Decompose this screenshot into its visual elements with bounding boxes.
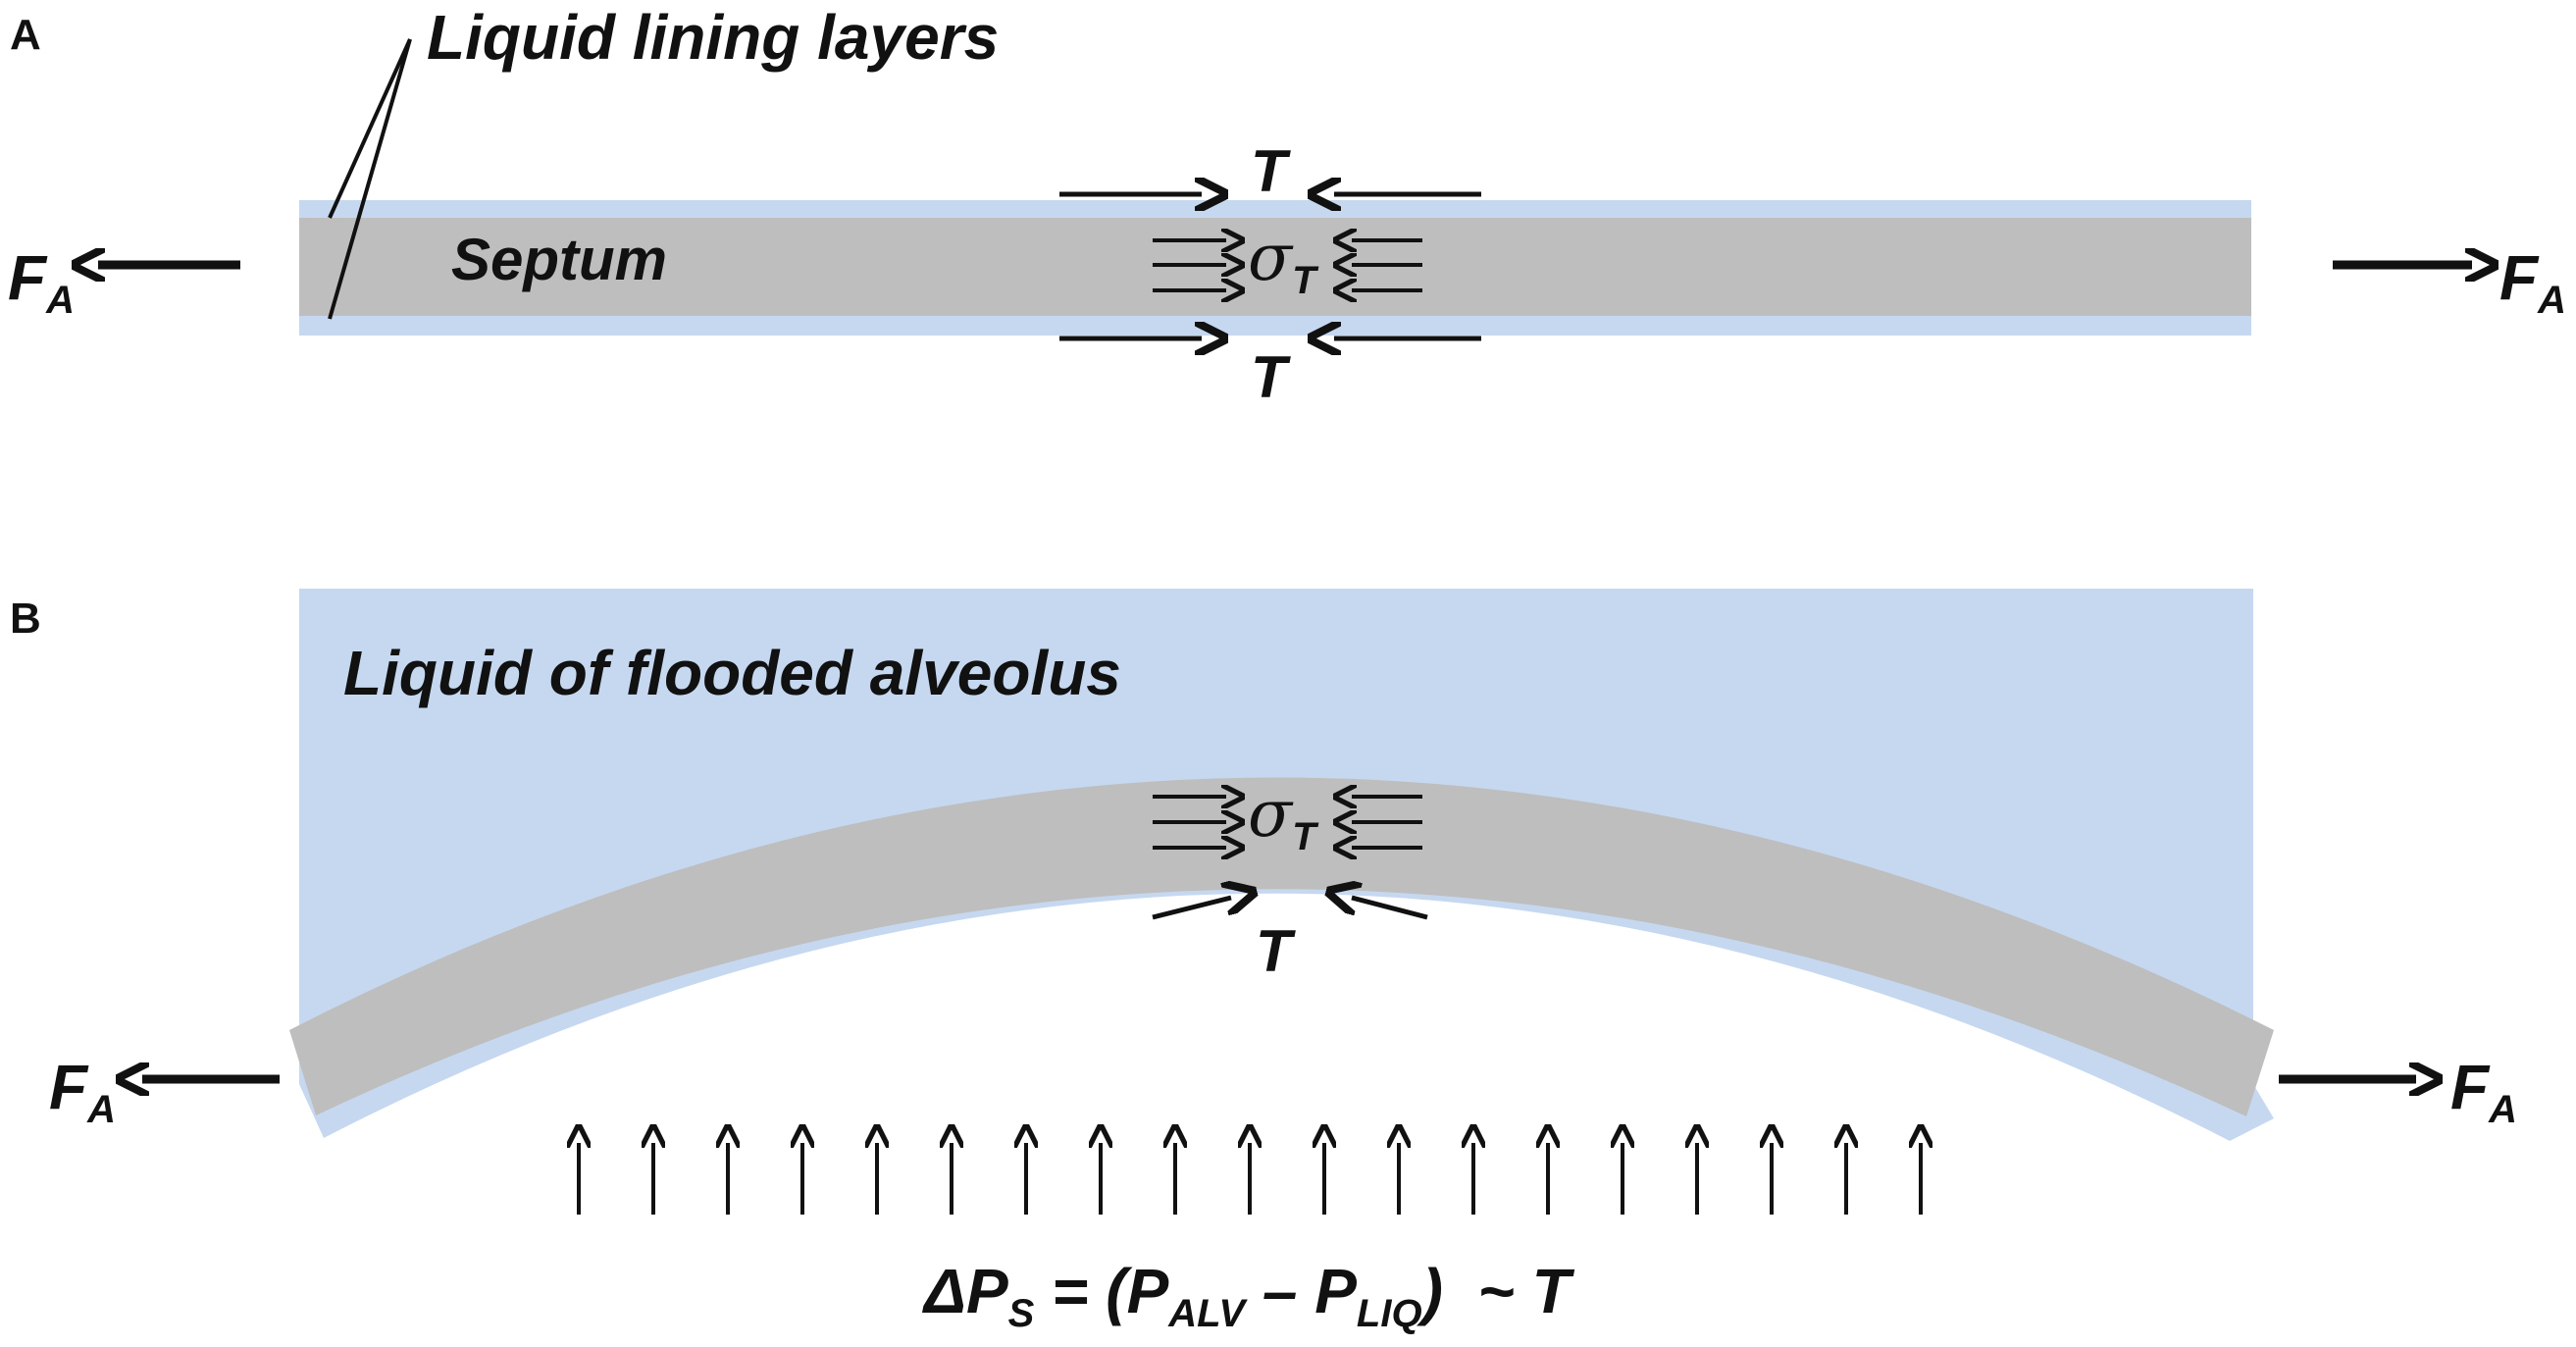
tension-arrow-b-left — [1152, 898, 1231, 920]
sigma-label-a: σT — [1248, 220, 1319, 302]
stress-arrows-a — [1153, 240, 1422, 290]
force-label-b-right: FA — [2450, 1052, 2517, 1131]
tension-label-top: T — [1251, 138, 1291, 204]
tension-label-bottom: T — [1251, 344, 1291, 410]
septum-label: Septum — [451, 227, 667, 292]
curved-septum — [289, 777, 2274, 1116]
tension-arrow-b-right — [1352, 898, 1428, 920]
force-label-b-left: FA — [49, 1052, 116, 1131]
pressure-arrows — [579, 1143, 1921, 1215]
stress-arrows-b — [1153, 797, 1422, 848]
panel-a: A Liquid lining layers Septum T T σT FA … — [8, 2, 2566, 410]
lining-pointer-upper — [328, 38, 412, 219]
panel-b: B Liquid of flooded alveolus σT T FA FA — [10, 589, 2517, 1335]
lining-pointer-lower — [328, 38, 412, 320]
force-label-a-right: FA — [2499, 242, 2566, 322]
panel-b-letter: B — [10, 595, 41, 643]
sigma-label-b: σT — [1248, 776, 1319, 858]
panel-a-letter: A — [10, 11, 41, 59]
liquid-lining-label: Liquid lining layers — [427, 2, 999, 73]
tension-label-b: T — [1256, 918, 1296, 984]
septum-band — [299, 218, 2251, 316]
flooded-liquid-label: Liquid of flooded alveolus — [343, 638, 1121, 708]
force-label-a-left: FA — [8, 242, 75, 322]
pressure-equation: ΔPS = (PALV – PLIQ) ~ T — [922, 1256, 1575, 1335]
